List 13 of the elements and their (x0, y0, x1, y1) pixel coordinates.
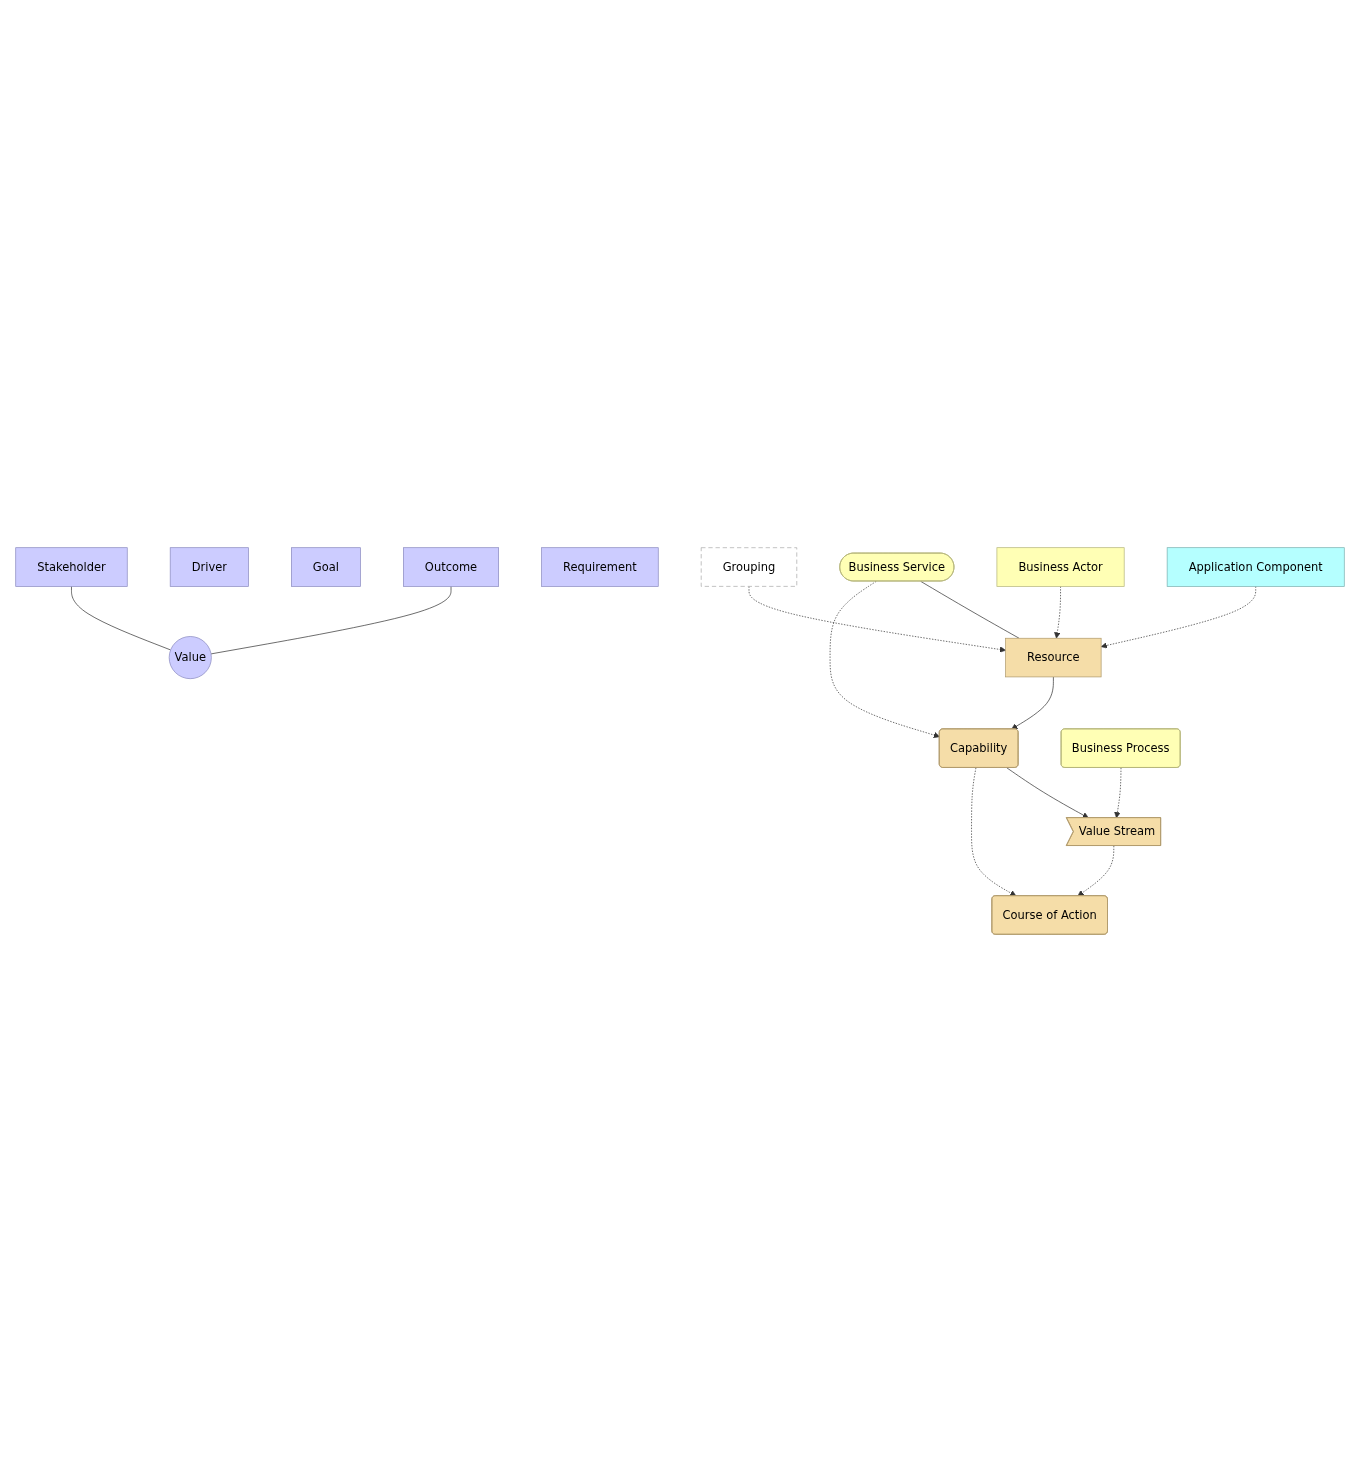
node-box: Outcome (403, 547, 499, 587)
connector (71, 586, 171, 651)
node-box: Grouping (700, 547, 798, 587)
node-box: Goal (291, 547, 361, 587)
node-box: Requirement (541, 547, 659, 587)
node-box: Stakeholder (15, 547, 128, 587)
node-circle: Value (168, 636, 212, 680)
connector (210, 586, 452, 655)
node-box: Business Actor (996, 547, 1125, 587)
connector (920, 581, 1020, 639)
node-box: Application Component (1166, 547, 1345, 587)
node-box: Resource (1005, 637, 1102, 678)
node-box: Driver (169, 547, 249, 587)
